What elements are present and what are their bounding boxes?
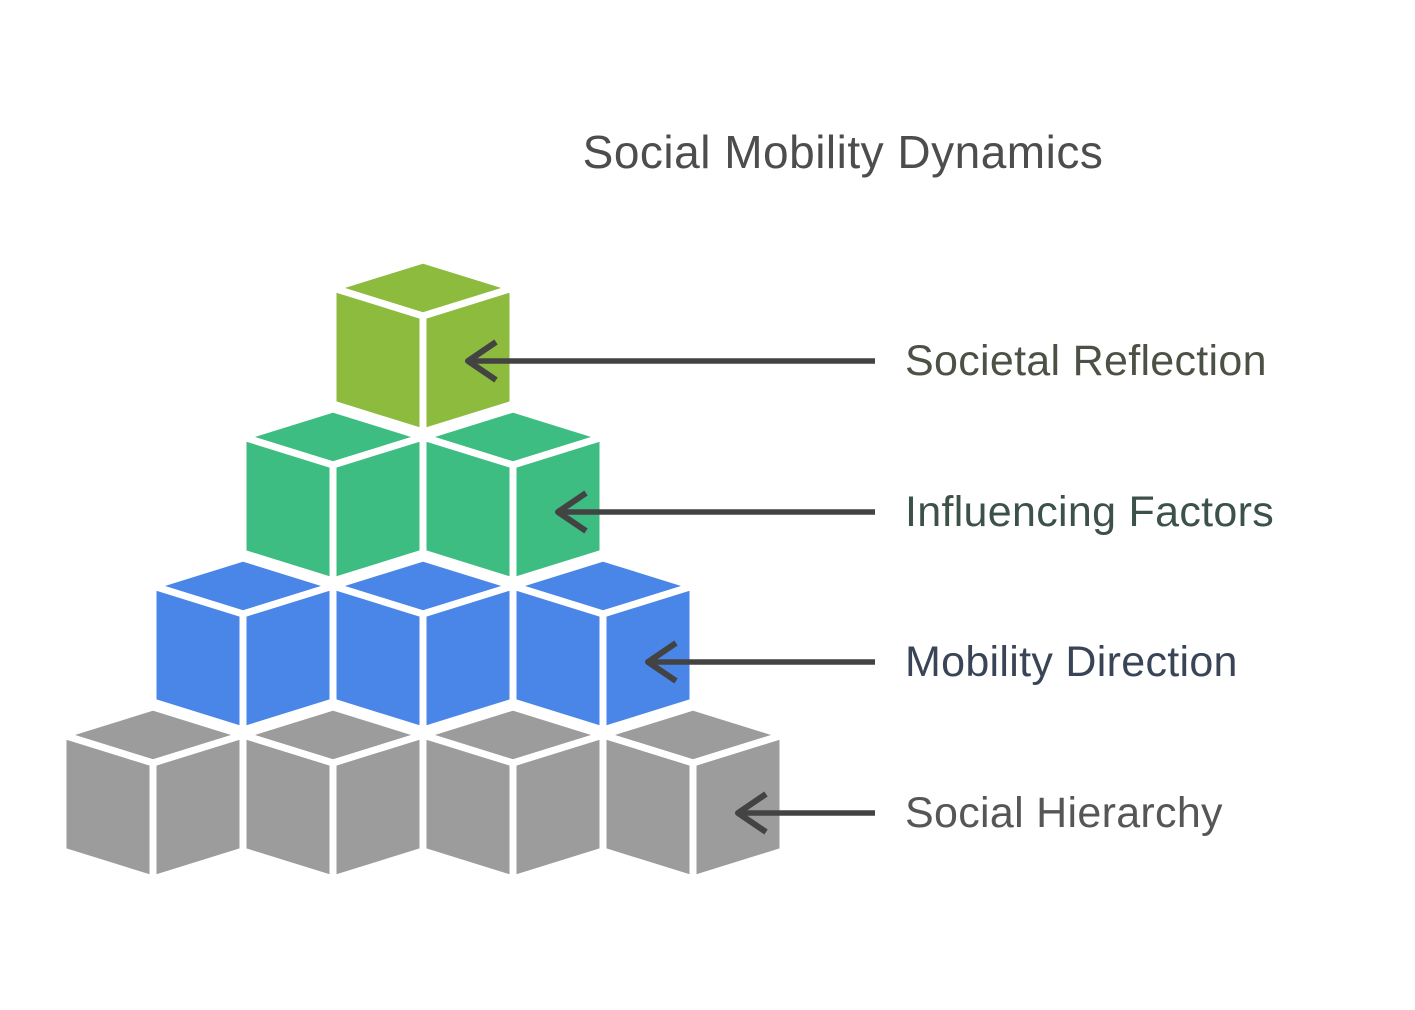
level-arrow-4 — [735, 791, 875, 835]
cube-left-face — [599, 731, 697, 883]
level-arrow-1 — [465, 339, 875, 383]
level-arrow-2 — [555, 490, 875, 534]
cube-right-face — [689, 731, 787, 883]
level-label-influencing-factors: Influencing Factors — [905, 488, 1274, 536]
level-label-mobility-direction: Mobility Direction — [905, 638, 1238, 686]
cube-left-face — [59, 731, 157, 883]
diagram-title: Social Mobility Dynamics — [582, 126, 1104, 178]
arrowhead-left-icon — [555, 490, 588, 534]
pyramid-row-3 — [149, 554, 697, 734]
cube-right-face — [509, 731, 607, 883]
arrowhead-left-icon — [465, 339, 498, 383]
cube-right-face — [329, 731, 427, 883]
cube-right-face — [149, 731, 247, 883]
arrowhead-left-icon — [645, 640, 678, 684]
level-label-social-hierarchy: Social Hierarchy — [905, 789, 1223, 837]
arrowhead-left-icon — [735, 791, 768, 835]
cube-right-face — [599, 582, 697, 734]
cube-left-face — [419, 731, 517, 883]
pyramid-row-4 — [59, 703, 787, 883]
level-arrow-3 — [645, 640, 875, 684]
cube-left-face — [239, 731, 337, 883]
level-label-societal-reflection: Societal Reflection — [905, 337, 1267, 385]
